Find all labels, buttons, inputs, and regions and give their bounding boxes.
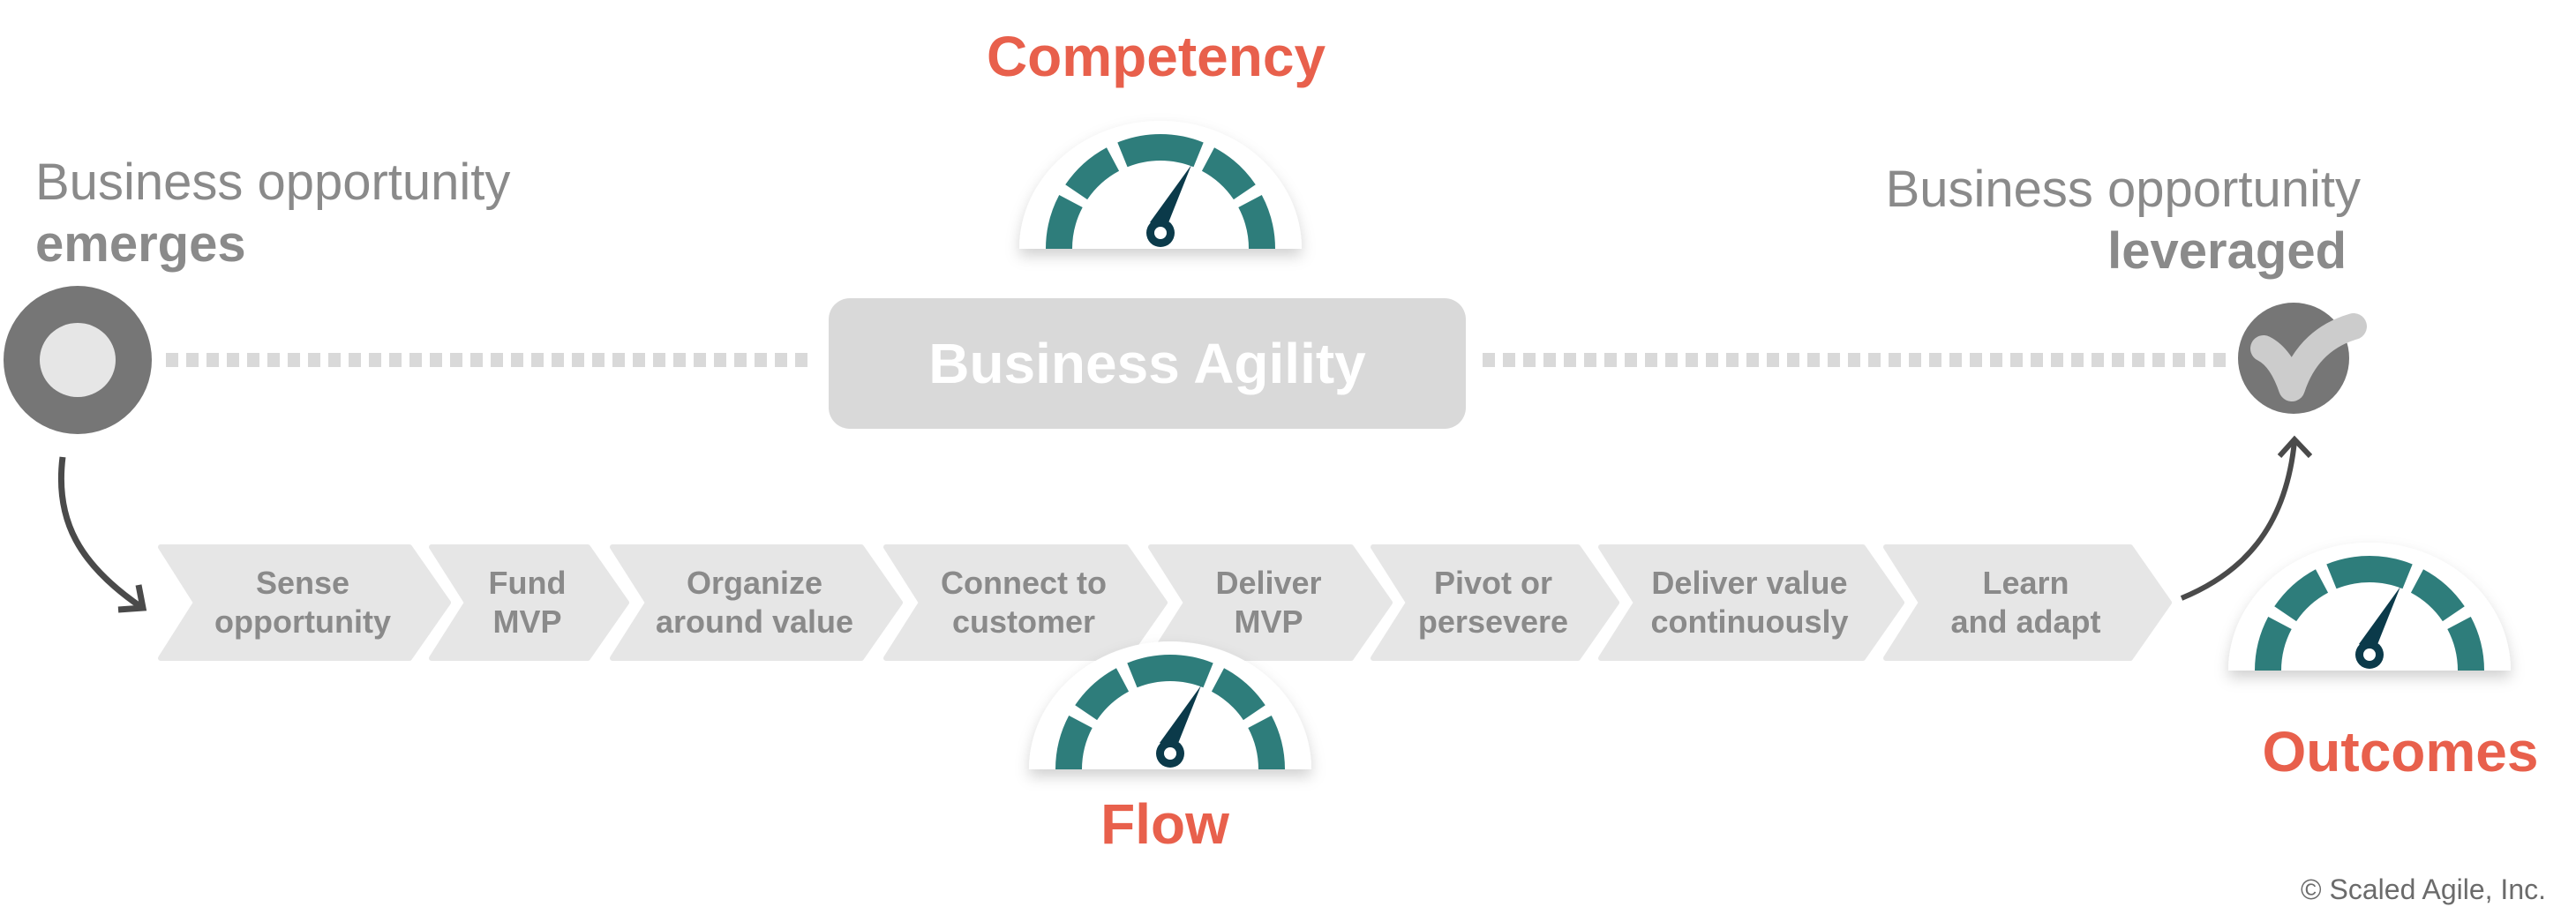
competency-label: Competency bbox=[986, 25, 1326, 88]
step-line1: Fund bbox=[488, 565, 567, 601]
end-label: Business opportunity leveraged bbox=[1886, 159, 2361, 282]
gauge-segment bbox=[1248, 715, 1285, 769]
step-line1: Deliver value bbox=[1651, 565, 1848, 601]
gauge-dial-background bbox=[2228, 543, 2511, 671]
gauge-segment bbox=[1046, 194, 1083, 249]
check-circle-icon bbox=[2237, 291, 2378, 432]
step-line1: Connect to bbox=[941, 565, 1107, 601]
gauge-segment bbox=[2326, 556, 2413, 589]
gauge-segment bbox=[2447, 616, 2484, 671]
step-line2: customer bbox=[951, 603, 1096, 640]
gauge-segment bbox=[1201, 147, 1256, 200]
gauge-segment bbox=[1127, 655, 1213, 688]
gauge-dial-background bbox=[1019, 121, 1302, 249]
gauge-segment bbox=[2255, 616, 2292, 671]
curved-arrow-up-icon bbox=[2171, 432, 2313, 609]
gauge-segment bbox=[1055, 715, 1093, 769]
start-label: Business opportunity emerges bbox=[35, 152, 510, 275]
gauge-segment bbox=[1238, 194, 1275, 249]
gauge-segment bbox=[2410, 569, 2465, 622]
step-line1: Pivot or bbox=[1433, 565, 1552, 601]
step-line2: and adapt bbox=[1950, 603, 2101, 640]
flow-label: Flow bbox=[1100, 792, 1229, 856]
step-line2: around value bbox=[655, 603, 854, 640]
step-line2: continuously bbox=[1650, 603, 1849, 640]
end-label-line1: Business opportunity bbox=[1885, 161, 2361, 218]
outcomes-gauge-icon bbox=[2228, 529, 2511, 679]
gauge-needle bbox=[1150, 165, 1191, 229]
dotted-connector-left bbox=[166, 353, 810, 367]
gauge-dial-background bbox=[1029, 641, 1311, 769]
outcomes-label: Outcomes bbox=[2262, 720, 2539, 783]
curved-arrow-down-icon bbox=[0, 432, 176, 626]
dotted-connector-right bbox=[1483, 353, 2233, 367]
gauge-segment bbox=[1065, 147, 1120, 200]
gauge-segment bbox=[1117, 134, 1204, 168]
step-line1: Learn bbox=[1982, 565, 2069, 601]
gauge-segment bbox=[1075, 668, 1130, 721]
step-line1: Organize bbox=[686, 565, 823, 601]
step-line2: MVP bbox=[1234, 603, 1303, 640]
business-agility-box: Business Agility bbox=[829, 298, 1466, 429]
step-line2: MVP bbox=[492, 603, 562, 640]
gauge-needle bbox=[1160, 686, 1201, 750]
end-label-line2: leveraged bbox=[2107, 222, 2347, 280]
copyright-text: © Scaled Agile, Inc. bbox=[2301, 873, 2546, 905]
gauge-segment bbox=[1211, 668, 1265, 721]
gauge-segment bbox=[2274, 569, 2329, 622]
gauge-needle bbox=[2359, 587, 2400, 651]
flow-gauge-icon bbox=[1029, 628, 1311, 778]
step-line2: opportunity bbox=[214, 603, 391, 640]
competency-gauge-icon bbox=[1019, 108, 1302, 258]
record-circle-icon bbox=[3, 285, 153, 435]
business-agility-label: Business Agility bbox=[928, 332, 1366, 395]
step-line2: persevere bbox=[1417, 603, 1569, 640]
step-line1: Deliver bbox=[1215, 565, 1322, 601]
start-label-line1: Business opportunity bbox=[35, 154, 511, 211]
start-label-line2: emerges bbox=[35, 215, 246, 273]
step-line1: Sense bbox=[255, 565, 350, 601]
